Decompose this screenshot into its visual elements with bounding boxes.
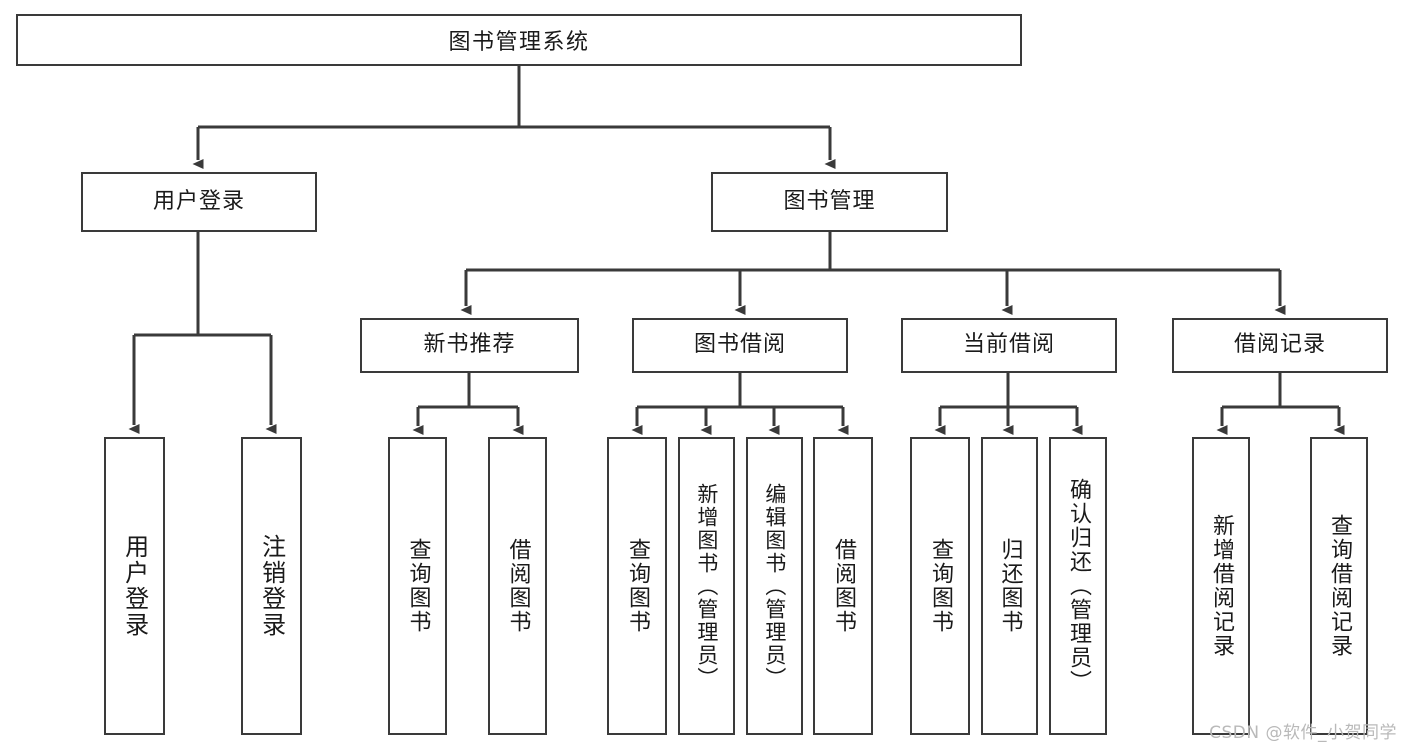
leaf-user-login[interactable]: 用户登录	[104, 437, 165, 735]
node-label: 编辑图书（管理员）	[762, 482, 787, 690]
node-borrow-records[interactable]: 借阅记录	[1172, 318, 1388, 373]
node-label: 新增图书（管理员）	[694, 482, 719, 690]
leaf-borrow-book-newbook[interactable]: 借阅图书	[488, 437, 547, 735]
node-label: 借阅图书	[830, 538, 856, 634]
leaf-add-book-admin[interactable]: 新增图书（管理员）	[678, 437, 735, 735]
node-label: 归还图书	[997, 538, 1023, 634]
node-label: 用户登录	[152, 188, 245, 214]
node-label: 查询图书	[405, 538, 431, 634]
node-root-system[interactable]: 图书管理系统	[16, 14, 1022, 66]
watermark-text: CSDN @软件_小贺同学	[1209, 723, 1397, 743]
node-label: 借阅图书	[505, 538, 531, 634]
node-label: 图书管理	[783, 188, 876, 214]
node-label: 用户登录	[120, 534, 149, 638]
leaf-query-book-current[interactable]: 查询图书	[910, 437, 970, 735]
node-label: 新书推荐	[423, 332, 516, 358]
node-book-management[interactable]: 图书管理	[711, 172, 948, 232]
node-label: 新增借阅记录	[1208, 514, 1234, 658]
leaf-borrow-book[interactable]: 借阅图书	[813, 437, 873, 735]
node-label: 图书管理系统	[448, 30, 590, 55]
node-label: 图书借阅	[693, 332, 786, 358]
node-label: 查询图书	[927, 538, 953, 634]
leaf-query-book-borrow[interactable]: 查询图书	[607, 437, 667, 735]
node-new-book-recommend[interactable]: 新书推荐	[360, 318, 579, 373]
node-label: 当前借阅	[962, 332, 1055, 358]
node-label: 借阅记录	[1233, 332, 1326, 358]
node-label: 查询图书	[624, 538, 650, 634]
node-book-borrow[interactable]: 图书借阅	[632, 318, 848, 373]
leaf-edit-book-admin[interactable]: 编辑图书（管理员）	[746, 437, 803, 735]
node-label: 查询借阅记录	[1326, 514, 1352, 658]
leaf-return-book[interactable]: 归还图书	[981, 437, 1038, 735]
leaf-query-book-newbook[interactable]: 查询图书	[388, 437, 447, 735]
leaf-confirm-return-admin[interactable]: 确认归还（管理员）	[1049, 437, 1107, 735]
leaf-logout[interactable]: 注销登录	[241, 437, 302, 735]
leaf-add-borrow-record[interactable]: 新增借阅记录	[1192, 437, 1250, 735]
node-current-borrow[interactable]: 当前借阅	[901, 318, 1117, 373]
leaf-query-borrow-record[interactable]: 查询借阅记录	[1310, 437, 1368, 735]
node-label: 确认归还（管理员）	[1065, 478, 1091, 694]
node-label: 注销登录	[257, 534, 286, 638]
node-user-login[interactable]: 用户登录	[81, 172, 317, 232]
